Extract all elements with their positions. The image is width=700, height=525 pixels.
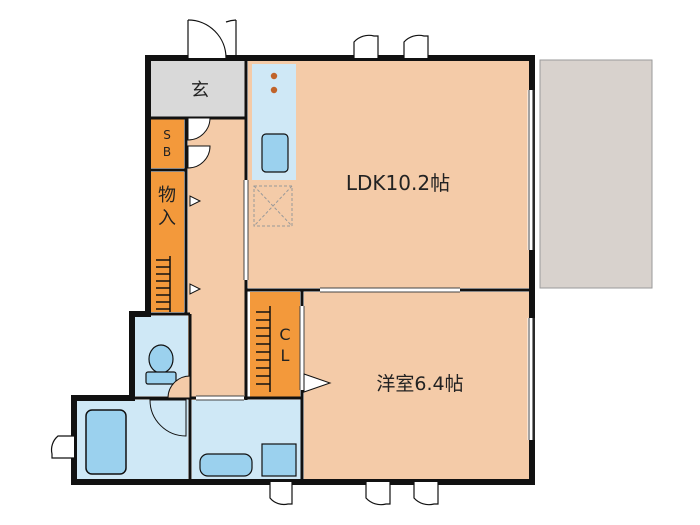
shoe-box [150,118,184,168]
kitchen-sink-icon [261,133,289,173]
window-top-icon [353,34,429,58]
toilet-icon [145,344,177,385]
sliding-window-icon [196,90,535,440]
closet-label-c: C [279,325,290,344]
stove-burner-icon [270,72,278,94]
door-arrows [189,195,332,393]
sink-icon [199,453,253,477]
closet-shelf-icon [256,306,271,392]
balcony [539,59,653,289]
bathtub-icon [85,409,127,475]
western-room-floor [304,292,530,480]
fridge-space-icon [253,185,293,227]
shoe-box-label-s: S [163,128,171,142]
ldk-label: LDK10.2帖 [346,171,450,195]
stairs-icon [156,256,171,312]
bath-window-icon [50,435,74,459]
entrance-floor [150,60,246,118]
window-bottom-icon [269,482,439,506]
door-swing-icon [187,19,237,59]
storage-label-1: 物 [158,185,176,206]
western-room-label: 洋室6.4帖 [376,373,463,395]
storage-label-2: 入 [158,208,176,229]
closet-label-l: L [281,346,290,365]
washer-space-icon [261,443,297,477]
closet-cl [250,292,300,398]
shoe-box-label-b: B [163,145,171,159]
genkan-label: 玄 [191,80,209,101]
interior-doors [149,117,211,437]
